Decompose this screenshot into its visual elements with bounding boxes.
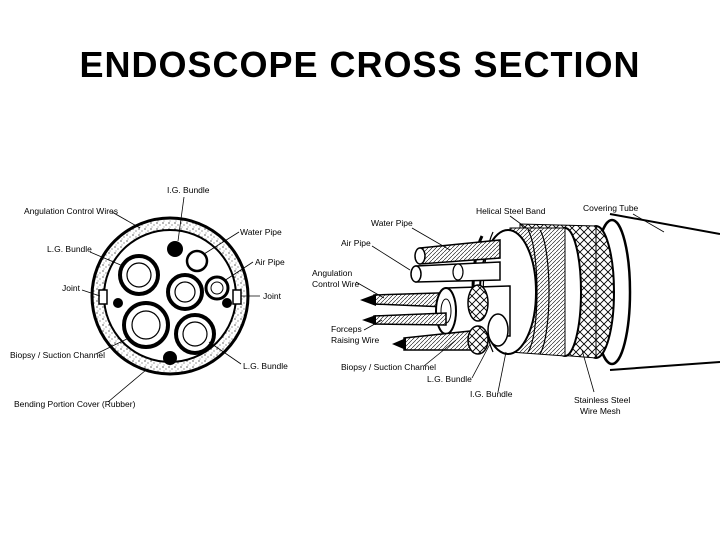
label-forceps-line1: Forceps (331, 324, 362, 334)
label-bending-portion-cover: Bending Portion Cover (Rubber) (14, 399, 136, 409)
label-biopsy-suction-channel-left: Biopsy / Suction Channel (10, 350, 105, 360)
label-lg-bundle-right: L.G. Bundle (427, 374, 472, 384)
label-forceps-line2: Raising Wire (331, 335, 379, 345)
label-angulation-control-wires: Angulation Control Wires (24, 206, 118, 216)
right-leader-lines (355, 213, 665, 393)
label-air-pipe-left: Air Pipe (255, 257, 285, 267)
left-leader-lines (81, 196, 260, 403)
bundle-end (467, 284, 489, 322)
label-joint-left: Joint (62, 283, 81, 293)
ig-bundle-dot-bottom (163, 351, 177, 365)
page-title: ENDOSCOPE CROSS SECTION (79, 44, 641, 85)
label-stainless-steel-line1: Stainless Steel (574, 395, 630, 405)
cutaway-view (360, 213, 720, 371)
label-angulation-line1: Angulation (312, 268, 352, 278)
ig-bundle-dot-top (167, 241, 183, 257)
water-pipe-ring (185, 249, 209, 273)
label-joint-right: Joint (263, 291, 282, 301)
label-air-pipe-right: Air Pipe (341, 238, 371, 248)
label-covering-tube: Covering Tube (583, 203, 639, 213)
joint-right-shape (232, 289, 242, 305)
label-ig-bundle-left: I.G. Bundle (167, 185, 210, 195)
label-water-pipe-left: Water Pipe (240, 227, 282, 237)
label-stainless-steel-line2: Wire Mesh (580, 406, 621, 416)
joint-left-shape (98, 289, 108, 305)
label-helical-steel-band: Helical Steel Band (476, 206, 546, 216)
forceps-wire-rod (373, 312, 447, 326)
label-lg-bundle-top: L.G. Bundle (47, 244, 92, 254)
label-water-pipe-right: Water Pipe (371, 218, 413, 228)
label-ig-bundle-right: I.G. Bundle (470, 389, 513, 399)
label-lg-bundle-bottom: L.G. Bundle (243, 361, 288, 371)
label-biopsy-suction-channel-right: Biopsy / Suction Channel (341, 362, 436, 372)
label-angulation-line2: Control Wire (312, 279, 360, 289)
